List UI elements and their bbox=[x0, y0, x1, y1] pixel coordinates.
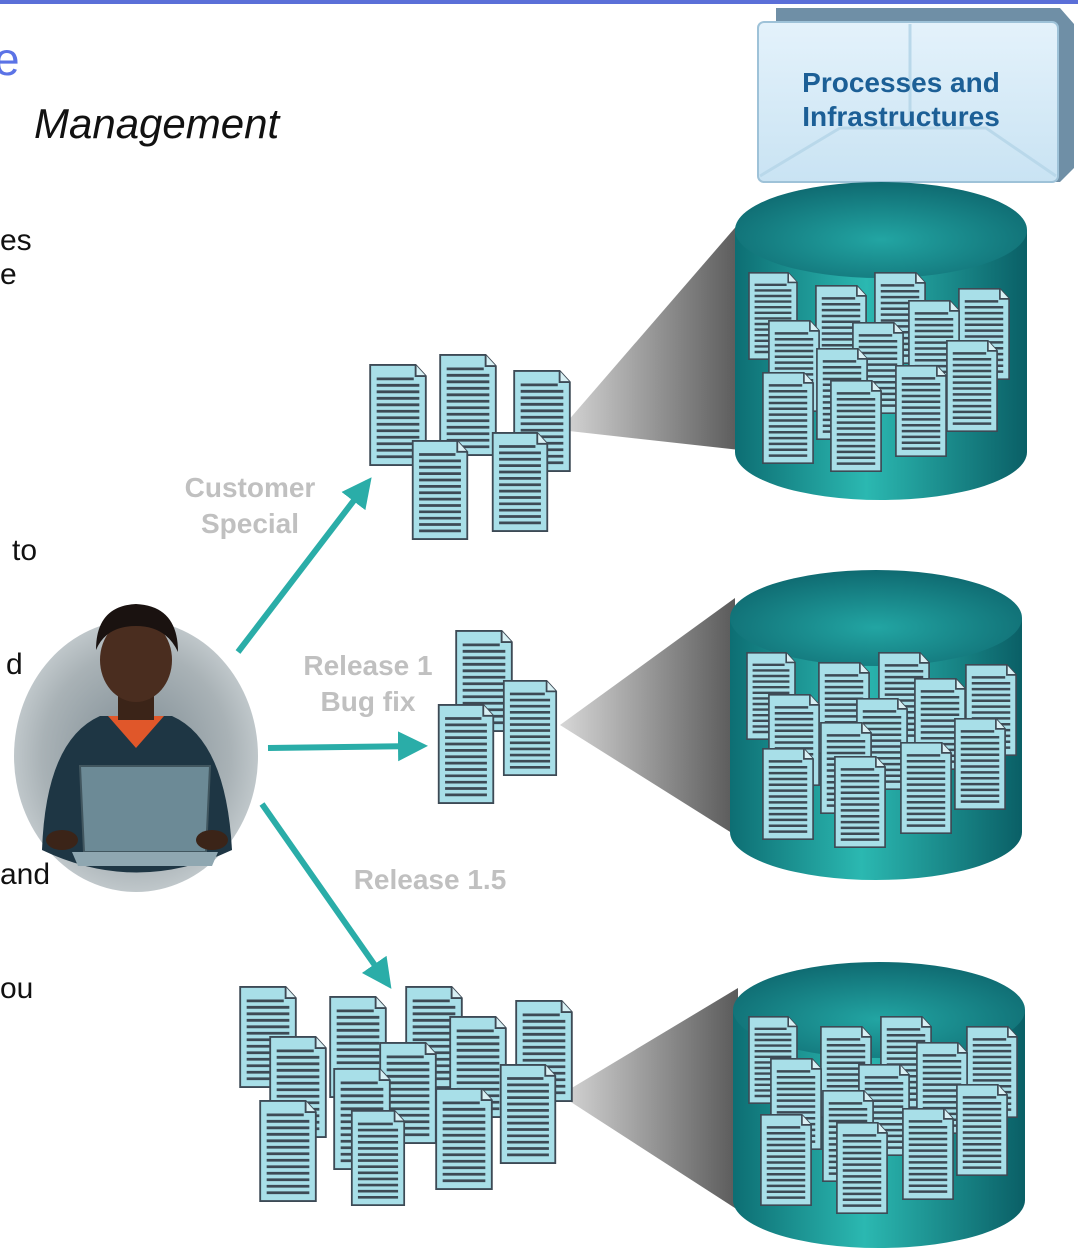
beam-middle bbox=[560, 598, 735, 835]
page-title-fragment: e bbox=[0, 33, 20, 85]
label-release-1-5: Release 1.5 bbox=[353, 864, 507, 895]
box-label-line-2: Infrastructures bbox=[802, 101, 1000, 132]
label-customer-line-2: Special bbox=[200, 508, 300, 539]
box-label-line-1: Processes and bbox=[802, 67, 1000, 98]
document-group-release bbox=[238, 986, 574, 1206]
database-cylinder-icon bbox=[733, 962, 1025, 1248]
page-subtitle: Management bbox=[34, 100, 280, 147]
beam-top bbox=[560, 222, 740, 450]
left-text-fragment-4: d bbox=[6, 648, 23, 681]
arrow-release bbox=[259, 802, 392, 989]
database-cylinder-icon bbox=[735, 182, 1027, 500]
label-release-1-bugfix: Release 1 Bug fix bbox=[284, 648, 452, 720]
person-with-laptop-photo bbox=[14, 604, 258, 892]
label-customer-line-1: Customer bbox=[184, 472, 316, 503]
document-group-bugfix bbox=[437, 630, 558, 804]
database-cylinder-icon bbox=[730, 570, 1022, 880]
label-bugfix-line-2: Bug fix bbox=[320, 686, 416, 717]
left-text-fragment-3: to bbox=[12, 534, 38, 567]
label-customer-special: Customer Special bbox=[160, 470, 340, 542]
processes-infrastructures-label: Processes and Infrastructures bbox=[770, 66, 1032, 134]
left-text-fragment-5: and bbox=[0, 858, 51, 891]
document-group-customer bbox=[368, 354, 572, 540]
left-text-fragment-2: e bbox=[0, 258, 17, 291]
arrow-customer bbox=[235, 477, 372, 654]
label-bugfix-line-1: Release 1 bbox=[303, 650, 433, 681]
left-text-fragment-6: ou bbox=[0, 972, 34, 1005]
arrow-bugfix bbox=[267, 731, 428, 762]
processes-infrastructures-box bbox=[757, 8, 1074, 183]
beam-bottom bbox=[560, 988, 738, 1210]
left-text-fragment-1: es bbox=[0, 224, 32, 257]
